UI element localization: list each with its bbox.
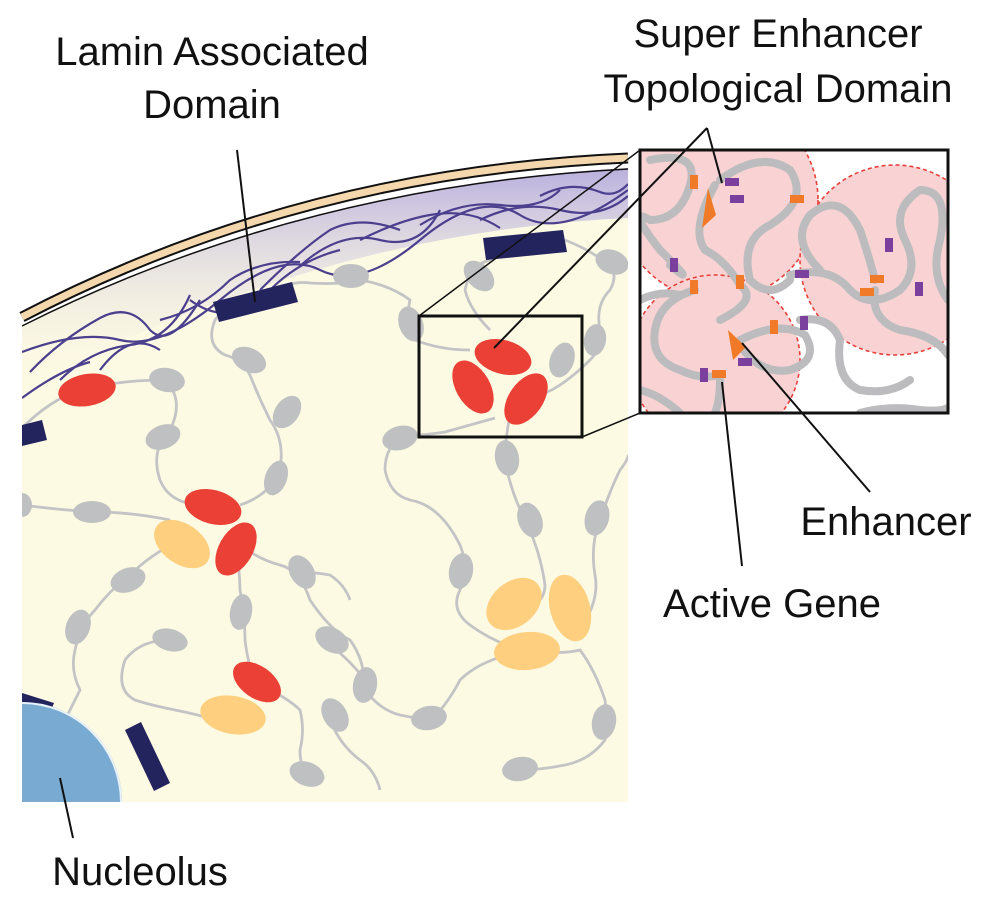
nucleolus-rim	[22, 702, 122, 802]
zoom-connector-top	[418, 149, 641, 317]
label-super-line1: Super Enhancer	[633, 12, 922, 56]
inset-domains	[640, 150, 948, 413]
inset-gene-marks	[670, 178, 923, 382]
zoom-inset	[638, 148, 950, 415]
label-lamin-line2: Domain	[143, 83, 281, 127]
label-super-line2: Topological Domain	[603, 67, 952, 111]
chromatin-beads	[22, 249, 628, 787]
inset-chromatin-loops	[640, 153, 948, 413]
label-enhancer: Enhancer	[800, 500, 971, 544]
label-nucleolus: Nucleolus	[52, 850, 228, 894]
diagram-labels: Lamin Associated Domain Super Enhancer T…	[52, 12, 971, 894]
gene-clusters	[154, 519, 592, 735]
nucleus-region	[19, 152, 629, 802]
nucleolus	[22, 702, 122, 802]
lamin-fibers	[22, 183, 628, 399]
leader-lines	[59, 127, 871, 839]
nuclear-lamina-band	[22, 168, 628, 390]
label-active-gene: Active Gene	[663, 582, 881, 626]
zoom-inset-frame	[638, 148, 950, 415]
inset-enhancer-marks	[690, 175, 884, 378]
zoom-connector-bottom	[581, 412, 641, 438]
label-lamin-line1: Lamin Associated	[55, 30, 369, 74]
enhancer-clusters	[58, 338, 548, 703]
zoom-selection-box	[417, 314, 584, 439]
